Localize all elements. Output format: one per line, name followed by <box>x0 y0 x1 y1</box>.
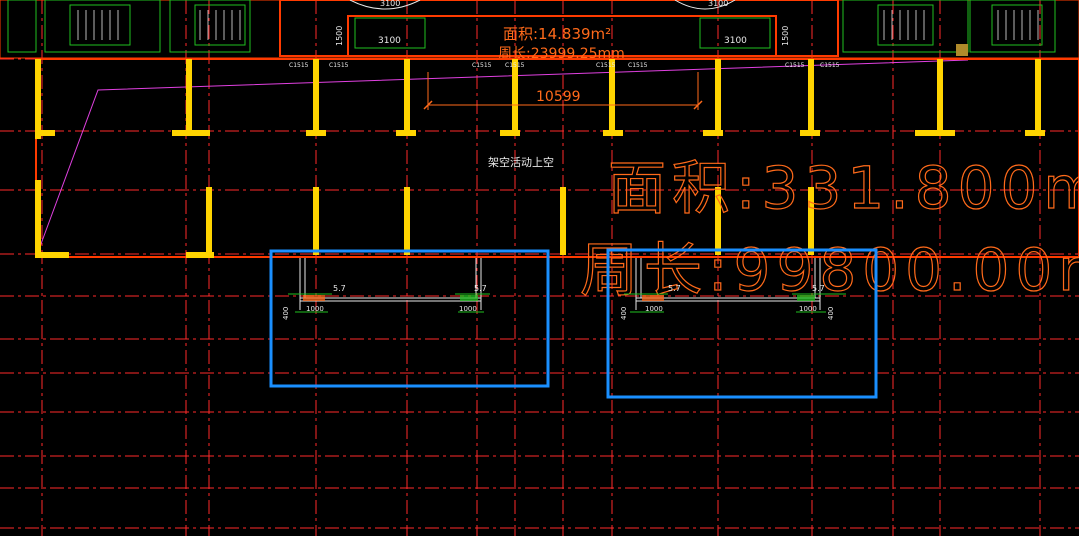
detail-right-width-right: 1000 <box>799 305 817 313</box>
window-tag: C1515 <box>472 62 492 69</box>
area-large-label: 面积:331.800m <box>608 154 1079 222</box>
detail-left-span-left: 5.7 <box>333 284 346 293</box>
detail-left-height: 400 <box>282 307 290 320</box>
walls-and-columns <box>35 59 1045 258</box>
magenta-guide-line <box>37 59 969 253</box>
window-tag: C1515 <box>289 62 309 69</box>
detail-left-width-right: 1000 <box>459 305 477 313</box>
detail-right-height-left: 400 <box>620 307 628 320</box>
detail-right-height-right: 400 <box>827 307 835 320</box>
window-tag: C1515 <box>628 62 648 69</box>
area-small-label: 面积:14.839m² <box>503 25 611 43</box>
window-tag: C1515 <box>785 62 805 69</box>
detail-left-width-left: 1000 <box>306 305 324 313</box>
window-tag: C1515 <box>329 62 349 69</box>
selection-box-left[interactable] <box>269 249 550 388</box>
selection-box-right[interactable] <box>606 248 878 399</box>
detail-left-span-right: 5.7 <box>474 284 487 293</box>
room-outline <box>35 58 1079 258</box>
window-tag: C1515 <box>505 62 525 69</box>
detail-right: 5.7 5.7 1000 1000 400 400 <box>620 258 846 320</box>
window-tag: C1515 <box>820 62 840 69</box>
room-label: 架空活动上空 <box>488 155 554 169</box>
side-dim-left: 1500 <box>335 26 344 46</box>
stair-dim-top-left: 3100 <box>380 0 400 8</box>
perimeter-large-label: 周长:99800.00m <box>580 236 1079 304</box>
detail-right-width-left: 1000 <box>645 305 663 313</box>
detail-right-span-left: 5.7 <box>668 284 681 293</box>
stair-dim-top-right: 3100 <box>708 0 728 8</box>
detail-left: 5.7 5.7 1000 1000 400 <box>282 258 490 320</box>
dimension-10599: 10599 <box>423 72 703 110</box>
window-tags: C1515 C1515 C1515 C1515 C1515 C1515 C151… <box>289 62 840 69</box>
stair-dim-left: 3100 <box>378 36 401 46</box>
stair-dim-right: 3100 <box>724 36 747 46</box>
dimension-main-text: 10599 <box>536 89 581 105</box>
side-dim-right: 1500 <box>781 26 790 46</box>
detail-right-span-right: 5.7 <box>812 284 825 293</box>
window-tag: C1515 <box>596 62 616 69</box>
